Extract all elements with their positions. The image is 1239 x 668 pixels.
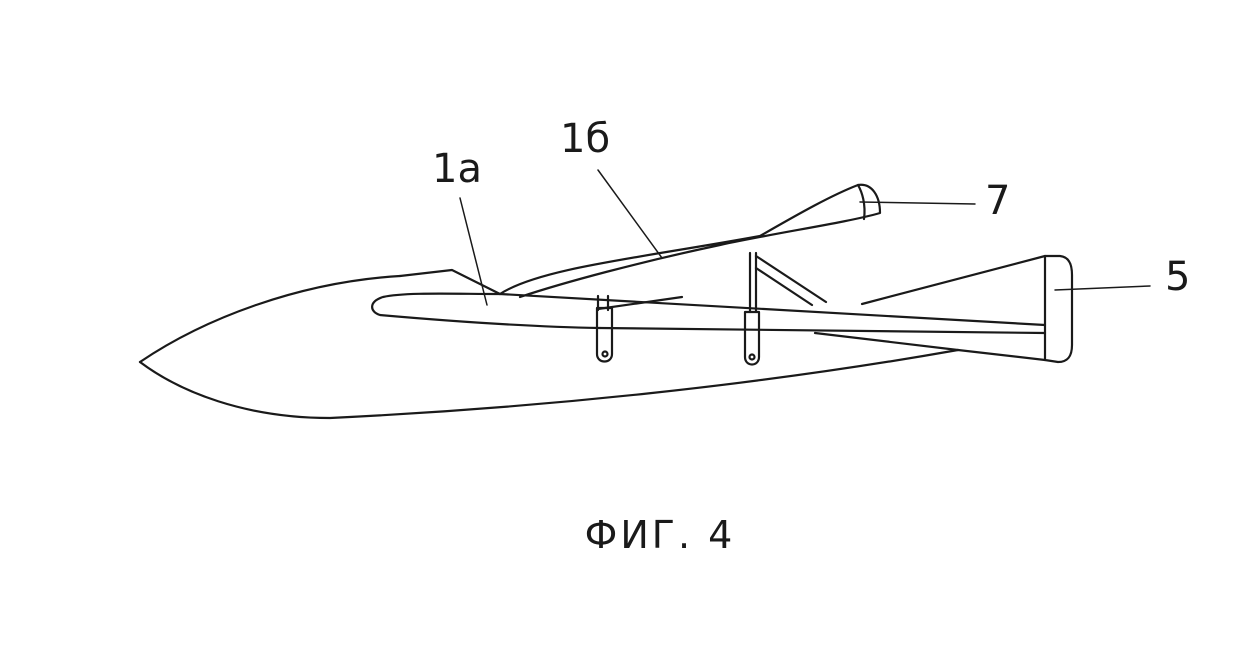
figure-caption: ФИГ. 4: [585, 513, 736, 557]
upper-wing-1b: [498, 183, 882, 299]
hull: [138, 274, 960, 420]
pontoons: [595, 306, 761, 366]
tail-fin-5: [1043, 254, 1074, 364]
leader-lines: [459, 169, 1151, 306]
label-1b: 1б: [560, 116, 610, 162]
struts: [596, 251, 828, 314]
label-1a: 1а: [432, 146, 482, 192]
rear-boom: [498, 254, 1047, 362]
label-5: 5: [1165, 254, 1190, 300]
fore-body-1a: [371, 268, 1047, 335]
label-7: 7: [985, 178, 1010, 224]
